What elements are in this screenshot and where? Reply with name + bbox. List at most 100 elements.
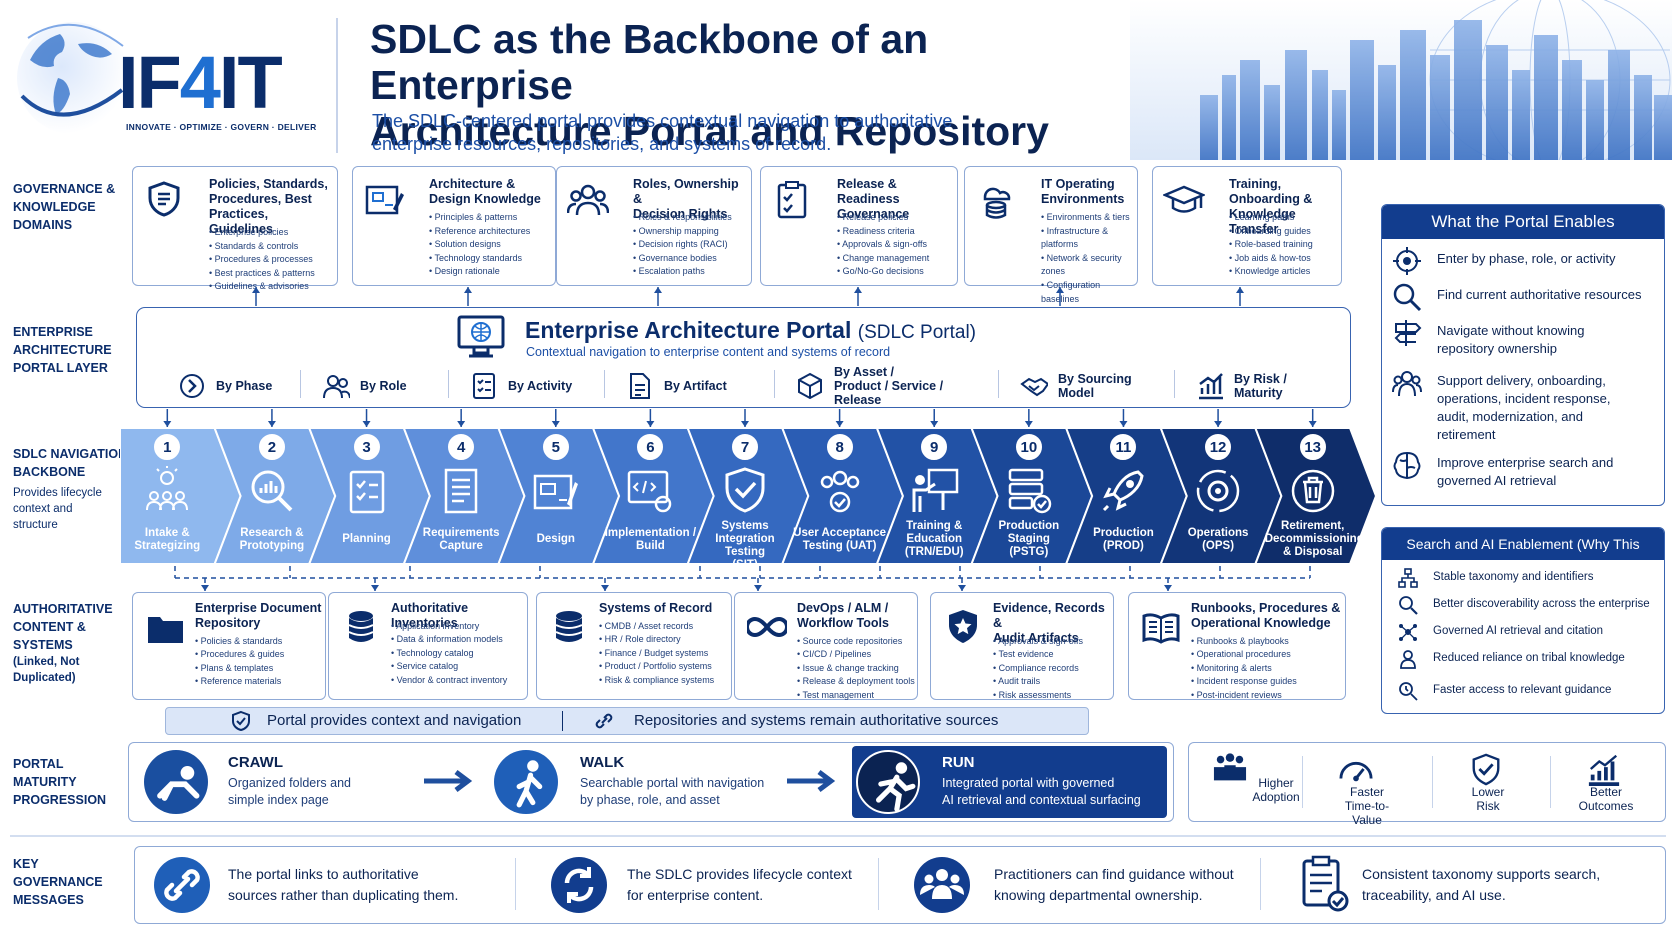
list-item: HR / Role directory	[599, 633, 729, 646]
why-item: Better discoverability across the enterp…	[1433, 598, 1650, 610]
why-panel	[1381, 527, 1665, 714]
sdlc-phase-chevron[interactable]	[781, 428, 904, 564]
domain-items: Enterprise policiesStandards & controlsP…	[209, 226, 335, 294]
portal-nav-item[interactable]: By Artifact	[626, 368, 727, 404]
list-item: Governance bodies	[633, 252, 749, 266]
trash-icon	[1291, 469, 1334, 513]
nav-divider	[998, 370, 999, 398]
arrowhead	[754, 585, 762, 591]
arrowhead	[741, 421, 749, 427]
why-item: Governed AI retrieval and citation	[1433, 625, 1604, 637]
outcomes-box	[1188, 742, 1666, 822]
nav-divider	[300, 370, 301, 398]
enables-item: Enter by phase, role, or activity	[1437, 251, 1616, 266]
key-divider	[878, 858, 879, 910]
list-item: Policies & standards	[195, 635, 323, 648]
domain-items: Principles & patternsReference architect…	[429, 211, 553, 279]
sdlc-phase-chevron[interactable]	[875, 428, 999, 564]
list-item: Runbooks & playbooks	[1191, 635, 1343, 648]
system-items: Runbooks & playbooksOperational procedur…	[1191, 635, 1343, 702]
support-people-icon	[1392, 371, 1422, 397]
list-item: Plans & templates	[195, 662, 323, 675]
arrowhead	[646, 421, 655, 427]
list-item: Learning paths	[1229, 211, 1339, 225]
logo-tagline: INNOVATE · OPTIMIZE · GOVERN · DELIVER	[126, 122, 317, 132]
growth-chart-icon	[1588, 754, 1620, 786]
list-item: Enterprise policies	[209, 226, 335, 240]
logo-text: IF4IT	[118, 41, 283, 124]
sdlc-phase-chevron[interactable]	[213, 428, 337, 564]
ai-network-icon	[1399, 624, 1417, 641]
list-item: Principles & patterns	[429, 211, 553, 225]
domain-card: Training, Onboarding &Knowledge Transfer…	[1152, 166, 1342, 286]
team-icon	[920, 869, 964, 899]
list-item: Technology catalog	[391, 647, 525, 660]
portal-enables-panel	[1381, 204, 1665, 506]
list-item: Guidelines & advisories	[209, 280, 335, 294]
clipboard-check-icon	[1302, 855, 1349, 912]
shield-icon	[232, 710, 250, 732]
list-item: Reference architectures	[429, 225, 553, 239]
sdlc-phase-chevron[interactable]	[497, 428, 621, 564]
sdlc-phase-chevron[interactable]	[970, 428, 1094, 564]
phase-number: 8	[826, 434, 853, 460]
arrowhead	[930, 421, 939, 427]
presenter-icon	[912, 468, 959, 512]
domain-card: Architecture &Design KnowledgePrinciples…	[352, 166, 556, 286]
cloud-server-icon	[983, 187, 1011, 219]
cube-icon	[798, 372, 822, 400]
portal-nav-item[interactable]: By Risk /Maturity	[1196, 368, 1287, 404]
search-icon	[1393, 283, 1422, 312]
phase-label: Implementation /Build	[604, 527, 697, 552]
portal-nav-item[interactable]: By Asset /Product / Service /Release	[796, 365, 943, 407]
sdlc-phase-chevron[interactable]	[686, 428, 810, 564]
list-item: Escalation paths	[633, 265, 749, 279]
list-item: Vendor & contract inventory	[391, 674, 525, 687]
portal-nav-item[interactable]: By Phase	[178, 368, 272, 404]
portal-nav-item[interactable]: By Activity	[470, 368, 572, 404]
phase-number: 2	[258, 434, 285, 460]
portal-layer-box	[136, 307, 1351, 408]
list-item: Change management	[837, 252, 955, 266]
phase-label: Retirement,Decommissioning& Disposal	[1264, 520, 1364, 558]
infinity-icon	[745, 616, 789, 638]
sdlc-phase-chevron[interactable]	[1159, 428, 1283, 564]
portal-enables-title: What the Portal Enables	[1382, 205, 1664, 239]
key-divider	[515, 858, 516, 910]
people-adoption-icon	[1213, 753, 1247, 781]
why-title: Search and AI Enablement (Why This Matte…	[1382, 528, 1664, 584]
phase-number: 1	[154, 434, 181, 460]
list-item: Job aids & how-tos	[1229, 252, 1339, 266]
list-item: Service catalog	[391, 660, 525, 673]
nav-divider	[1174, 370, 1175, 398]
users-check-icon	[820, 470, 859, 513]
nav-divider	[774, 370, 775, 398]
domain-items: Environments & tiersInfrastructure & pla…	[1041, 211, 1135, 320]
list-item: Data & information models	[391, 633, 525, 646]
list-item: Infrastructure & platforms	[1041, 225, 1135, 252]
list-item: Approvals & sign-offs	[837, 238, 955, 252]
key-message-text: Consistent taxonomy supports search,trac…	[1362, 866, 1601, 903]
phase-number: 12	[1205, 434, 1232, 460]
list-item: Design rationale	[429, 265, 553, 279]
list-item: Test evidence	[993, 648, 1111, 661]
domain-items: Roles & responsibilitiesOwnership mappin…	[633, 211, 749, 279]
system-items: Approvals & sign-offsTest evidenceCompli…	[993, 635, 1111, 702]
list-item: Decision rights (RACI)	[633, 238, 749, 252]
phase-number: 10	[1015, 434, 1042, 460]
page-subtitle: The SDLC-centered portal provides contex…	[372, 111, 953, 154]
list-item: Role-based training	[1229, 238, 1339, 252]
sdlc-phase-chevron[interactable]	[592, 428, 715, 564]
monitor-globe-icon	[457, 315, 505, 358]
portal-nav-item[interactable]: By Role	[322, 368, 407, 404]
sdlc-phase-chevron[interactable]	[402, 428, 526, 564]
domain-card: IT OperatingEnvironmentsEnvironments & t…	[964, 166, 1138, 317]
link-small-icon	[595, 713, 613, 729]
